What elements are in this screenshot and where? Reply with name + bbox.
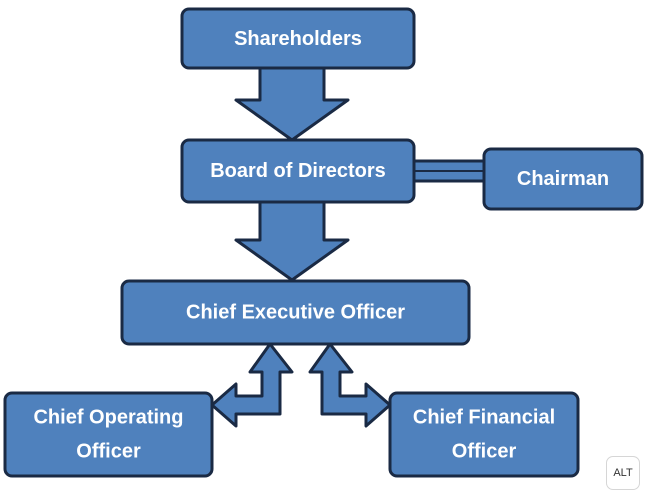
node-board-label: Board of Directors xyxy=(210,160,386,182)
node-chairman: Chairman xyxy=(482,147,644,211)
label-line: Chairman xyxy=(517,168,609,190)
arrow-ceo-cfo xyxy=(308,342,392,428)
node-ceo-label: Chief Executive Officer xyxy=(186,302,405,324)
node-board-of-directors: Board of Directors xyxy=(180,138,416,204)
label-line: Chief Financial xyxy=(413,407,555,429)
node-shareholders: Shareholders xyxy=(180,7,416,70)
label-line: Chief Executive Officer xyxy=(186,302,405,324)
node-chief-executive-officer: Chief Executive Officer xyxy=(120,279,471,346)
label-line: Officer xyxy=(76,441,141,463)
label-line: Shareholders xyxy=(234,28,362,50)
arrow-board-to-ceo xyxy=(234,200,350,282)
alt-text-label: ALT xyxy=(613,467,633,479)
node-chairman-label: Chairman xyxy=(517,168,609,190)
arrow-ceo-coo xyxy=(210,342,294,428)
label-line: Board of Directors xyxy=(210,160,386,182)
label-line: Chief Operating xyxy=(33,407,183,429)
alt-text-button[interactable]: ALT xyxy=(606,456,640,490)
label-line: Officer xyxy=(452,441,517,463)
arrow-shareholders-to-board xyxy=(234,66,350,142)
node-shareholders-label: Shareholders xyxy=(234,28,362,50)
